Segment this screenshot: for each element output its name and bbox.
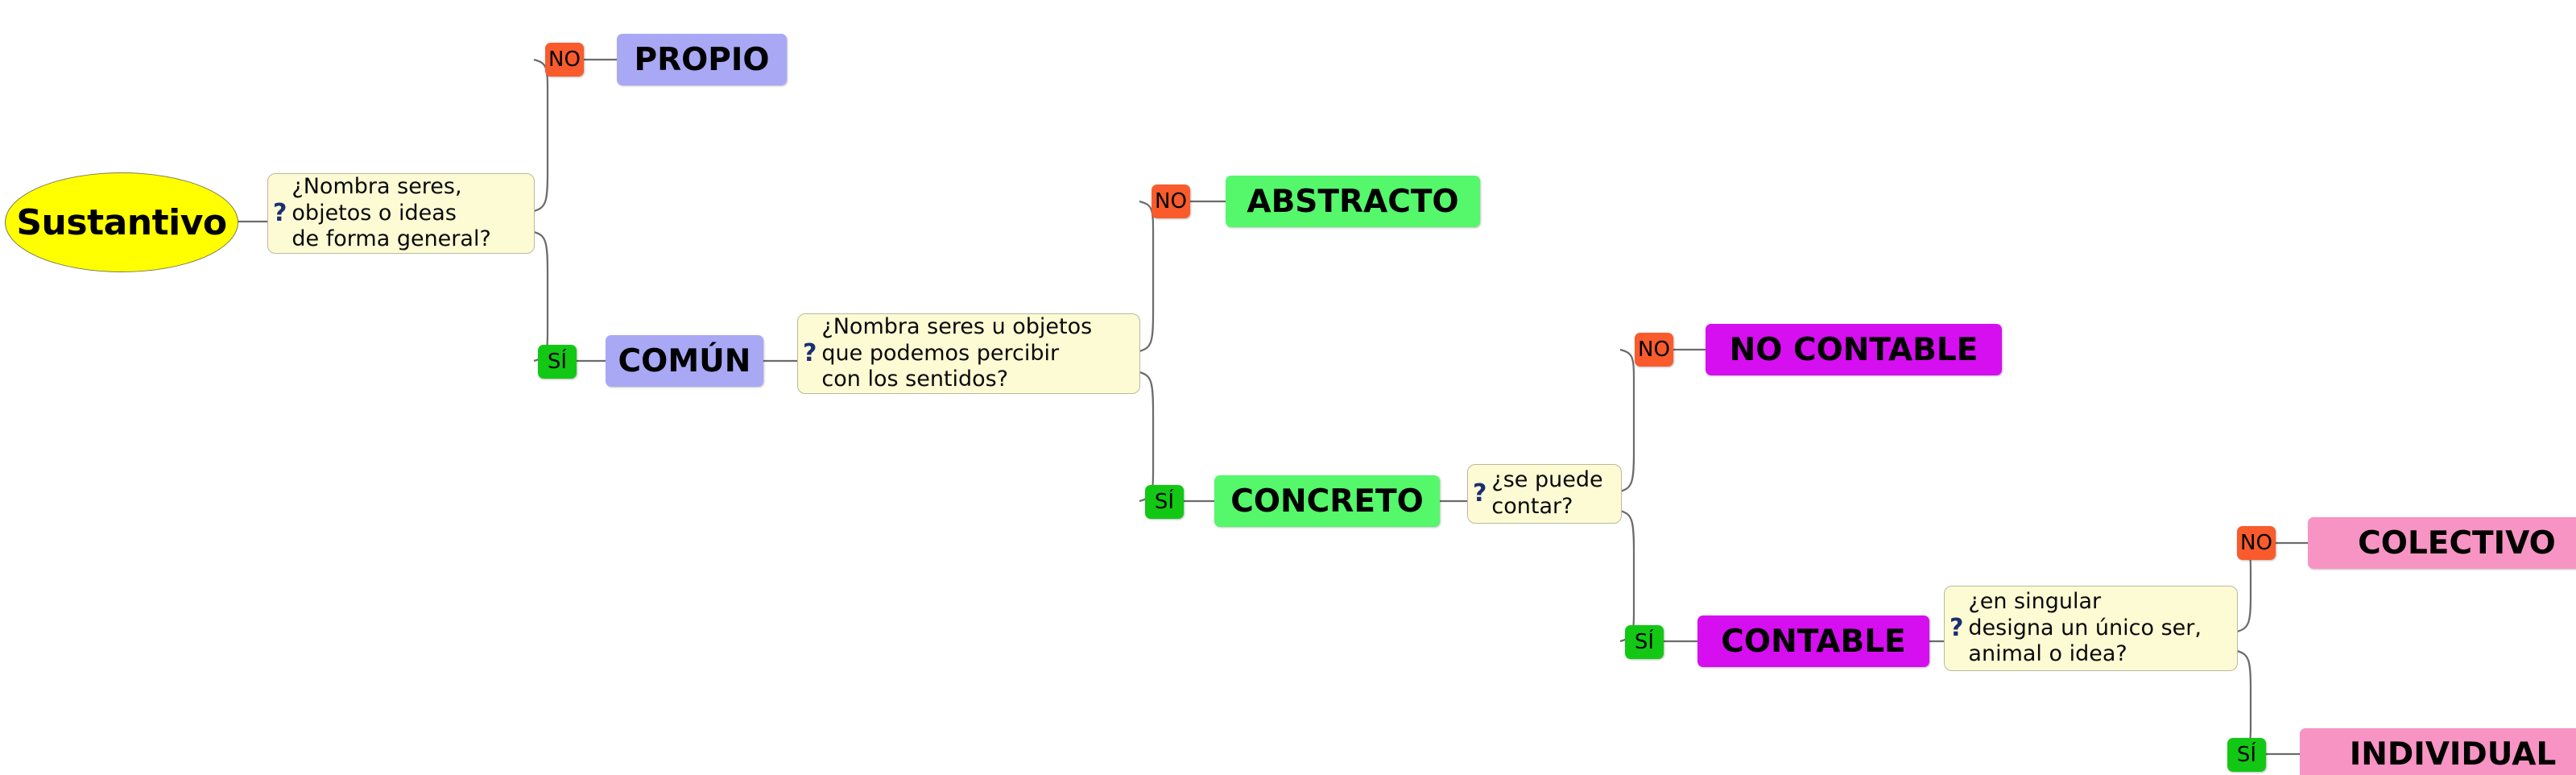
- node-propio[interactable]: PROPIO: [617, 34, 787, 85]
- badge-si-comun[interactable]: SÍ: [538, 345, 577, 379]
- question-box-3-text: ¿se puede contar?: [1491, 467, 1603, 519]
- node-abstracto[interactable]: ABSTRACTO: [1226, 176, 1480, 227]
- question-mark-icon: ?: [1473, 479, 1487, 508]
- edge-q1-no: [533, 58, 549, 213]
- question-mark-icon: ?: [273, 199, 287, 227]
- node-colectivo-label: COLECTIVO: [2358, 524, 2556, 562]
- node-comun-label: COMÚN: [618, 342, 751, 379]
- question-box-1[interactable]: ? ¿Nombra seres, objetos o ideas de form…: [267, 173, 535, 254]
- badge-no-nocontable[interactable]: NO: [1635, 333, 1673, 367]
- badge-si-concreto-label: SÍ: [1154, 490, 1175, 514]
- question-box-4-text: ¿en singular designa un único ser, anima…: [1968, 588, 2202, 667]
- node-concreto-label: CONCRETO: [1230, 483, 1424, 520]
- node-contable[interactable]: CONTABLE: [1697, 615, 1929, 667]
- edge-q2-si: [1139, 371, 1155, 503]
- question-mark-icon: ?: [803, 339, 817, 367]
- node-contable-label: CONTABLE: [1721, 623, 1906, 660]
- node-no-contable[interactable]: NO CONTABLE: [1706, 324, 2002, 375]
- question-box-2[interactable]: ? ¿Nombra seres u objetos que podemos pe…: [797, 313, 1140, 394]
- node-individual-label: INDIVIDUAL: [2349, 736, 2557, 773]
- root-node-sustantivo[interactable]: Sustantivo: [5, 172, 238, 272]
- node-abstracto-label: ABSTRACTO: [1247, 183, 1459, 220]
- question-box-4[interactable]: ? ¿en singular designa un único ser, ani…: [1944, 586, 2238, 671]
- node-comun[interactable]: COMÚN: [606, 335, 763, 387]
- edge-q3-si: [1619, 509, 1635, 643]
- question-mark-icon: ?: [1950, 614, 1964, 642]
- badge-si-individual-label: SÍ: [2236, 743, 2257, 767]
- question-box-2-text: ¿Nombra seres u objetos que podemos perc…: [821, 313, 1093, 392]
- question-box-1-text: ¿Nombra seres, objetos o ideas de forma …: [292, 173, 491, 252]
- node-individual[interactable]: INDIVIDUAL: [2300, 728, 2576, 775]
- edge-q3-no: [1619, 348, 1635, 493]
- question-box-3[interactable]: ? ¿se puede contar?: [1467, 464, 1622, 524]
- badge-si-concreto[interactable]: SÍ: [1145, 485, 1184, 519]
- badge-no-colectivo-label: NO: [2240, 531, 2272, 555]
- badge-no-nocontable-label: NO: [1638, 338, 1670, 362]
- badge-no-abstracto-label: NO: [1155, 189, 1187, 213]
- badge-si-individual[interactable]: SÍ: [2227, 738, 2266, 772]
- badge-si-comun-label: SÍ: [547, 350, 568, 374]
- edge-q2-no: [1139, 200, 1155, 353]
- node-propio-label: PROPIO: [634, 41, 770, 78]
- node-colectivo[interactable]: COLECTIVO: [2308, 517, 2576, 569]
- edge-q1-si: [533, 230, 549, 363]
- root-node-label: Sustantivo: [16, 201, 227, 243]
- badge-si-contable-label: SÍ: [1634, 630, 1655, 654]
- node-concreto[interactable]: CONCRETO: [1214, 475, 1440, 527]
- node-no-contable-label: NO CONTABLE: [1729, 331, 1979, 368]
- badge-no-propio-label: NO: [548, 48, 581, 72]
- badge-si-contable[interactable]: SÍ: [1625, 625, 1664, 659]
- badge-no-propio[interactable]: NO: [545, 43, 584, 77]
- badge-no-colectivo[interactable]: NO: [2237, 526, 2276, 560]
- badge-no-abstracto[interactable]: NO: [1152, 184, 1190, 218]
